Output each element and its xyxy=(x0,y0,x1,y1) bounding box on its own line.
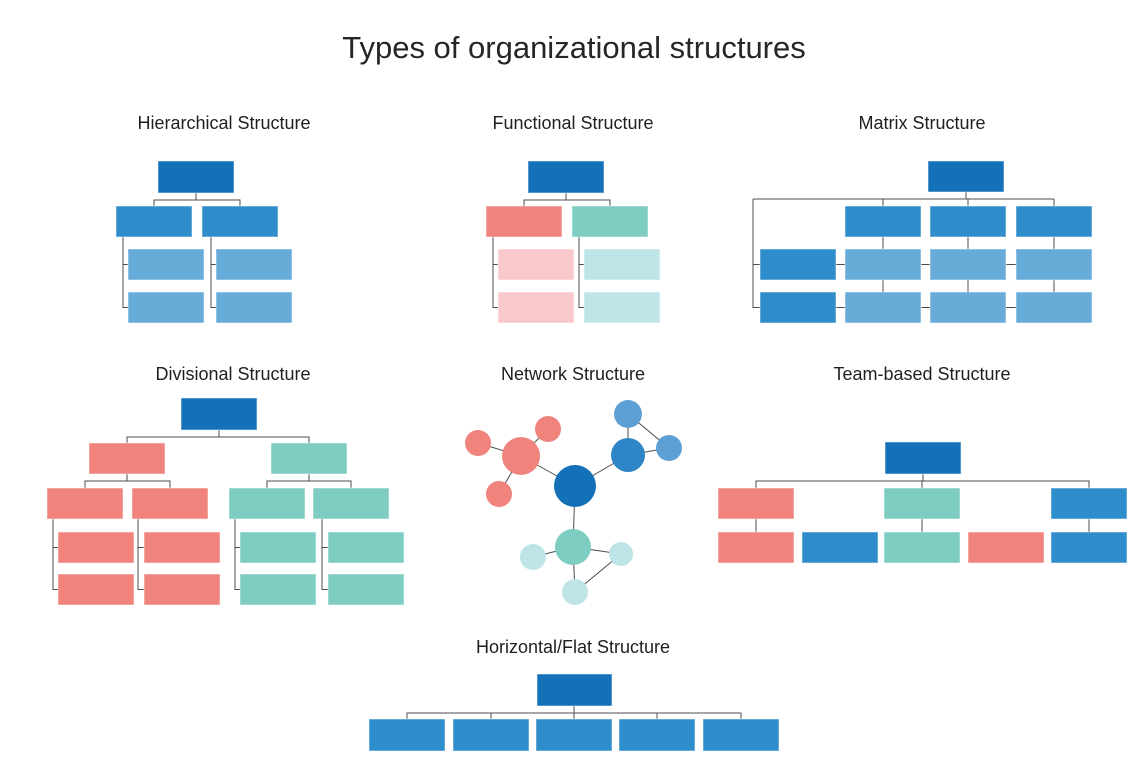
divisional-box xyxy=(239,531,317,564)
functional-box xyxy=(497,248,575,281)
divisional-box xyxy=(57,573,135,606)
matrix-box xyxy=(927,160,1005,193)
horizontal-flat-box xyxy=(618,718,696,752)
matrix-box xyxy=(1015,291,1093,324)
divisional-box xyxy=(143,531,221,564)
network-node xyxy=(562,579,588,605)
matrix-box xyxy=(844,248,922,281)
team-based-box xyxy=(967,531,1045,564)
hierarchical-box xyxy=(157,160,235,194)
team-based-box xyxy=(801,531,879,564)
section-title-hierarchical: Hierarchical Structure xyxy=(137,113,311,133)
functional-box xyxy=(583,291,661,324)
divisional-box xyxy=(131,487,209,520)
horizontal-flat-box xyxy=(368,718,446,752)
team-based-box xyxy=(883,487,961,520)
matrix-box xyxy=(1015,205,1093,238)
functional-box xyxy=(485,205,563,238)
divisional-box xyxy=(143,573,221,606)
divisional-box xyxy=(46,487,124,520)
network-node xyxy=(554,465,596,507)
hierarchical-box xyxy=(201,205,279,238)
horizontal-flat-box xyxy=(452,718,530,752)
section-title-team-based: Team-based Structure xyxy=(833,364,1011,384)
divisional-box xyxy=(312,487,390,520)
team-based-box xyxy=(1050,487,1128,520)
network-node xyxy=(486,481,512,507)
section-title-divisional: Divisional Structure xyxy=(155,364,311,384)
divisional-box xyxy=(239,573,317,606)
horizontal-flat-box xyxy=(535,718,613,752)
functional-box xyxy=(583,248,661,281)
divisional-connector xyxy=(266,480,352,488)
team-based-box xyxy=(717,531,795,564)
network-node xyxy=(535,416,561,442)
divisional-connector xyxy=(321,519,328,590)
network-node xyxy=(502,437,540,475)
functional-connector xyxy=(578,237,584,308)
matrix-box xyxy=(759,291,837,324)
functional-box xyxy=(527,160,605,194)
divisional-box xyxy=(327,573,405,606)
hierarchical-box xyxy=(215,248,293,281)
functional-connector xyxy=(523,199,611,206)
divisional-connector xyxy=(126,436,310,443)
hierarchical-box xyxy=(115,205,193,238)
hierarchical-box xyxy=(127,291,205,324)
divisional-box xyxy=(57,531,135,564)
network-node xyxy=(614,400,642,428)
divisional-connector xyxy=(84,480,171,488)
divisional-box xyxy=(88,442,166,475)
matrix-box xyxy=(1015,248,1093,281)
functional-box xyxy=(571,205,649,238)
section-title-matrix: Matrix Structure xyxy=(858,113,986,133)
functional-connector xyxy=(492,237,498,308)
team-based-box xyxy=(883,531,961,564)
matrix-connector xyxy=(752,199,760,308)
horizontal-flat-box xyxy=(702,718,780,752)
network-node xyxy=(656,435,682,461)
hierarchical-connector xyxy=(122,237,128,308)
section-title-functional: Functional Structure xyxy=(492,113,654,133)
divisional-box xyxy=(228,487,306,520)
divisional-connector xyxy=(52,519,58,590)
page-title: Types of organizational structures xyxy=(342,30,806,65)
section-title-horizontal-flat: Horizontal/Flat Structure xyxy=(475,637,671,657)
hierarchical-connector xyxy=(210,237,216,308)
divisional-box xyxy=(327,531,405,564)
team-based-box xyxy=(884,441,962,475)
team-based-box xyxy=(717,487,795,520)
horizontal-flat-box xyxy=(536,673,613,707)
network-node xyxy=(520,544,546,570)
network-node xyxy=(465,430,491,456)
divisional-box xyxy=(180,397,258,431)
hierarchical-box xyxy=(215,291,293,324)
divisional-connector xyxy=(234,519,240,590)
hierarchical-box xyxy=(127,248,205,281)
section-title-network: Network Structure xyxy=(500,364,646,384)
network-node xyxy=(611,438,645,472)
matrix-box xyxy=(844,291,922,324)
hierarchical-connector xyxy=(153,199,241,206)
matrix-box xyxy=(759,248,837,281)
functional-box xyxy=(497,291,575,324)
matrix-box xyxy=(929,291,1007,324)
divisional-connector xyxy=(137,519,144,590)
network-node xyxy=(609,542,633,566)
network-node xyxy=(555,529,591,565)
divisional-box xyxy=(270,442,348,475)
team-based-box xyxy=(1050,531,1128,564)
matrix-box xyxy=(844,205,922,238)
matrix-box xyxy=(929,248,1007,281)
matrix-box xyxy=(929,205,1007,238)
